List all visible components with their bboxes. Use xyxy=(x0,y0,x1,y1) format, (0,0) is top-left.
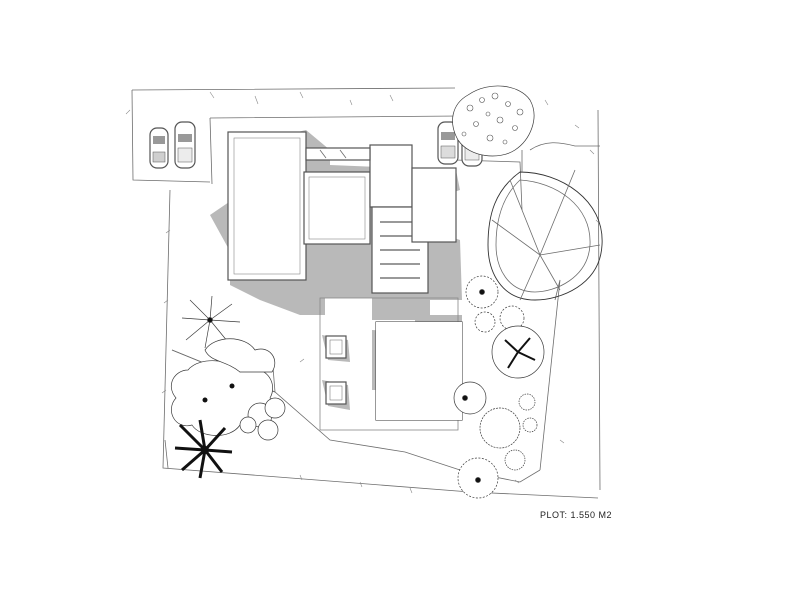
house-blocks xyxy=(227,131,457,294)
tree-palm-dark xyxy=(174,419,233,479)
parked-cars-left xyxy=(149,121,196,169)
tree-palm-topleft xyxy=(181,295,241,349)
tree-round-right xyxy=(453,381,487,415)
tree-spiky-1 xyxy=(465,275,499,309)
plot-area-label: PLOT: 1.550 M2 xyxy=(540,510,613,520)
tree-spiky-bottom xyxy=(457,457,499,499)
terrace xyxy=(319,297,463,431)
garden-star xyxy=(491,169,601,301)
tree-bush-outline xyxy=(204,338,276,373)
rock-garden xyxy=(452,85,535,157)
tree-large-right xyxy=(491,325,545,379)
tree-shrub-right xyxy=(479,393,538,471)
round-garden xyxy=(487,142,603,301)
tree-cluster-small xyxy=(239,397,286,441)
